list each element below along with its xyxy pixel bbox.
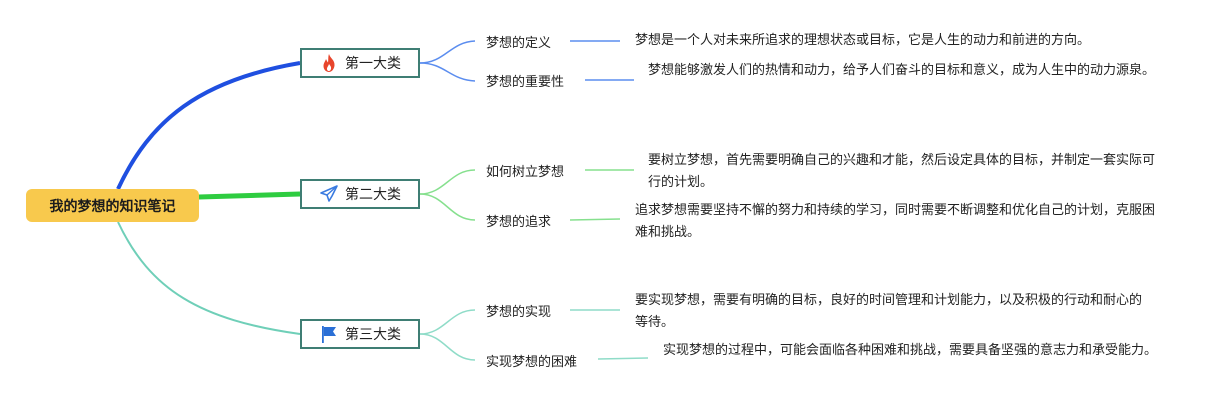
fire-icon xyxy=(319,53,339,73)
subtopic-label[interactable]: 实现梦想的困难 xyxy=(486,355,578,370)
subtopic-label[interactable]: 梦想的追求 xyxy=(486,215,552,230)
sub-connector xyxy=(419,40,476,64)
subtopic-label[interactable]: 梦想的实现 xyxy=(486,305,552,320)
desc-connector xyxy=(597,357,649,360)
sub-connector xyxy=(419,62,476,82)
subtopic-label[interactable]: 梦想的重要性 xyxy=(486,75,565,90)
root-title: 我的梦想的知识笔记 xyxy=(49,198,176,215)
subtopic-label[interactable]: 如何树立梦想 xyxy=(486,165,565,180)
flag-icon xyxy=(319,324,339,344)
category-label: 第一大类 xyxy=(345,56,401,72)
category-node-2[interactable]: 第二大类 xyxy=(300,179,420,209)
category-node-1[interactable]: 第一大类 xyxy=(300,48,420,78)
sub-connector xyxy=(419,169,476,195)
category-label: 第三大类 xyxy=(345,327,401,343)
subtopic-description: 要树立梦想，首先需要明确自己的兴趣和才能，然后设定具体的目标，并制定一套实际可行… xyxy=(648,153,1156,190)
root-node[interactable]: 我的梦想的知识笔记 xyxy=(26,189,199,222)
branch-connector-3 xyxy=(117,221,301,335)
subtopic-label[interactable]: 梦想的定义 xyxy=(486,36,552,51)
subtopic-description: 梦想能够激发人们的热情和动力，给予人们奋斗的目标和意义，成为人生中的动力源泉。 xyxy=(648,63,1156,78)
subtopic-description: 追求梦想需要坚持不懈的努力和持续的学习，同时需要不断调整和优化自己的计划，克服困… xyxy=(635,203,1156,240)
subtopic-description: 要实现梦想，需要有明确的目标，良好的时间管理和计划能力，以及积极的行动和耐心的等… xyxy=(635,293,1143,330)
subtopic-description: 梦想是一个人对未来所追求的理想状态或目标，它是人生的动力和前进的方向。 xyxy=(635,33,1091,48)
subtopic-description: 实现梦想的过程中，可能会面临各种困难和挑战，需要具备坚强的意志力和承受能力。 xyxy=(663,343,1158,358)
sub-connector xyxy=(419,333,476,361)
branch-connector-2 xyxy=(198,191,301,200)
sub-connector xyxy=(419,309,476,335)
desc-connector xyxy=(569,218,621,221)
paper-plane-icon xyxy=(319,184,339,204)
branch-connector-1 xyxy=(116,61,301,190)
category-label: 第二大类 xyxy=(345,187,401,203)
sub-connector xyxy=(419,193,476,221)
category-node-3[interactable]: 第三大类 xyxy=(300,319,420,349)
